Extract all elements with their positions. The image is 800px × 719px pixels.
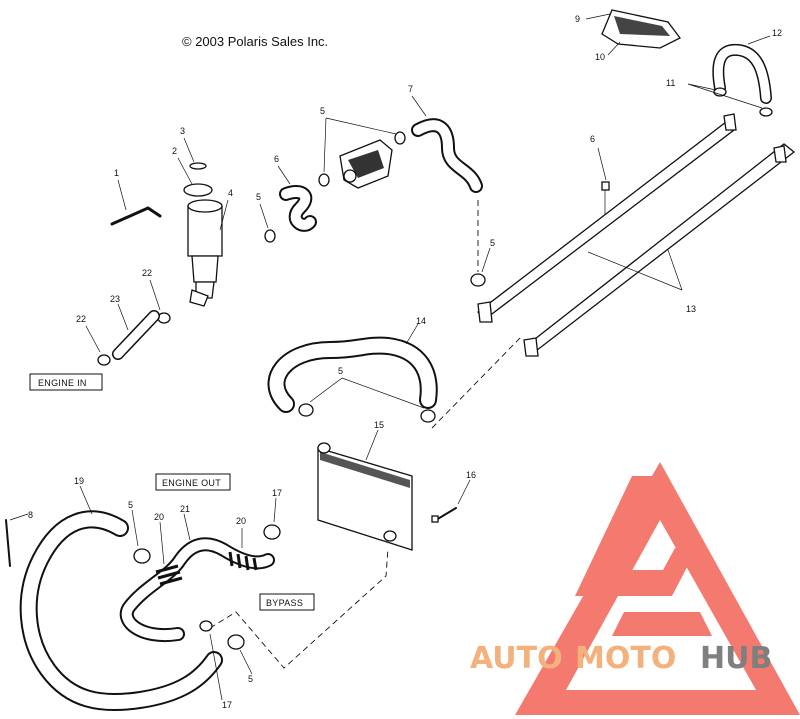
hose-part-12	[712, 35, 772, 104]
clamp-part-5-left	[259, 203, 276, 243]
callout-22-lower: 22	[76, 314, 86, 324]
callout-3: 3	[180, 126, 185, 136]
clamp-part-5-mid	[298, 377, 436, 423]
callout-5-top: 5	[320, 106, 325, 116]
callout-20-right: 20	[236, 516, 246, 526]
engine-out-label-box: ENGINE OUT	[155, 473, 231, 491]
callout-19: 19	[74, 476, 84, 486]
watermark-text-hub: HUB	[700, 641, 772, 676]
engine-in-label-box: ENGINE IN	[29, 373, 103, 391]
clamp-part-17-upper	[263, 497, 281, 540]
bypass-label: BYPASS	[266, 598, 303, 608]
heat-exchanger-rail-lower	[523, 143, 796, 357]
callout-11: 11	[666, 78, 675, 88]
callout-17-lower: 17	[222, 700, 232, 710]
callout-21: 21	[180, 504, 190, 514]
callout-17-upper: 17	[272, 488, 282, 498]
callout-6: 6	[274, 154, 279, 164]
heat-exchanger-part-15	[317, 429, 413, 551]
spring-part-20-left	[155, 521, 183, 586]
clamp-part-5-lower-right	[227, 634, 253, 675]
copyright-text: © 2003 Polaris Sales Inc.	[182, 34, 328, 49]
callout-5-lower-left: 5	[128, 500, 133, 510]
hose-part-21	[119, 513, 275, 643]
route-line-bypass	[209, 547, 389, 669]
clamp-part-22-upper	[149, 279, 171, 324]
clamp-part-22-lower	[85, 325, 111, 366]
callout-12: 12	[772, 28, 782, 38]
route-line-mid	[431, 335, 523, 429]
watermark-text-moto: MOTO	[575, 641, 676, 676]
cover-part-10	[585, 9, 681, 56]
thermostat-housing	[339, 139, 393, 189]
callout-2: 2	[172, 146, 177, 156]
engine-in-label: ENGINE IN	[38, 378, 87, 388]
clamp-part-17-lower	[199, 620, 223, 701]
clamp-part-11	[687, 83, 773, 117]
clamp-part-5-top	[318, 117, 406, 187]
callout-4: 4	[228, 188, 233, 198]
heat-exchanger-rail-upper	[477, 113, 737, 323]
hose-part-7	[411, 95, 483, 193]
callout-5-left: 5	[256, 192, 261, 202]
bolt-part-6	[597, 147, 610, 214]
part-8	[5, 513, 29, 567]
hose-part-6	[277, 165, 317, 232]
callout-22-upper: 22	[142, 268, 152, 278]
callout-5-lower-right: 5	[248, 674, 253, 684]
cap-part-2	[177, 157, 213, 197]
callout-5-rail: 5	[490, 238, 495, 248]
callout-13: 13	[686, 304, 696, 314]
callout-5-mid: 5	[338, 366, 343, 376]
clamp-part-5-lower-left	[131, 509, 151, 564]
tool-part-1	[110, 179, 162, 226]
clamp-part-5-rail	[470, 247, 491, 287]
gasket-part-3	[183, 137, 207, 170]
watermark-logo	[515, 462, 800, 715]
watermark-text: AUTO MOTO HUB	[470, 641, 772, 676]
bypass-label-box: BYPASS	[259, 593, 315, 611]
callout-23: 23	[110, 294, 120, 304]
reservoir-part-4	[187, 199, 229, 307]
hose-part-14	[267, 323, 438, 413]
callout-8: 8	[28, 510, 33, 520]
callout-14: 14	[416, 316, 426, 326]
callout-16: 16	[466, 470, 476, 480]
tube-part-23	[112, 303, 160, 360]
callout-6-rail: 6	[590, 134, 595, 144]
spring-part-20-right	[228, 528, 258, 571]
watermark-text-auto: AUTO	[470, 641, 563, 676]
callout-20-left: 20	[154, 512, 164, 522]
bolt-part-16	[431, 479, 471, 523]
hose-part-19	[19, 485, 223, 712]
engine-out-label: ENGINE OUT	[162, 478, 221, 488]
callout-10: 10	[595, 52, 605, 62]
callout-1: 1	[114, 168, 119, 178]
callout-9: 9	[575, 14, 580, 24]
callout-15: 15	[374, 420, 384, 430]
callout-7: 7	[408, 84, 413, 94]
